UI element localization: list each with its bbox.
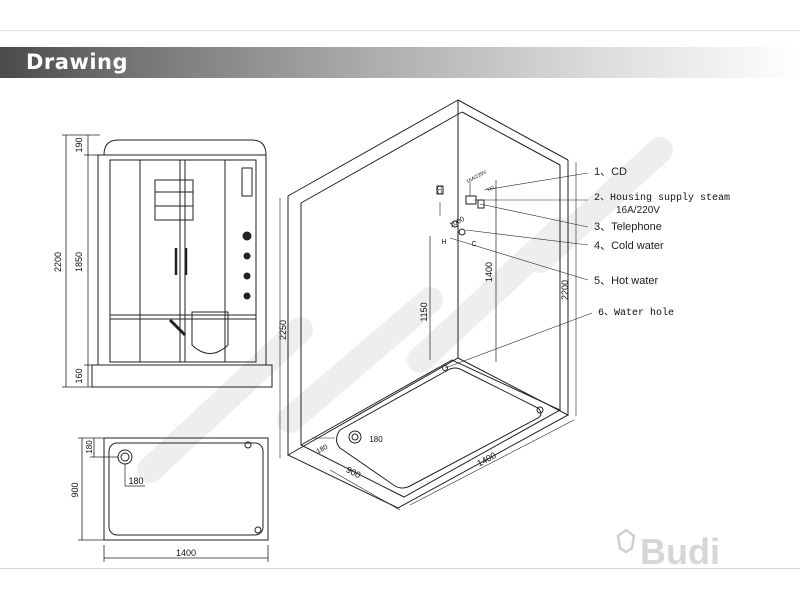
callout-2-sub: 16A/220V	[616, 205, 660, 216]
header-band	[0, 47, 800, 78]
iso-dim-hole: 180	[369, 435, 383, 444]
top-dim-corner: 180	[85, 440, 94, 454]
iso-dim-height-valve: 1150	[419, 302, 429, 321]
top-dim-hole: 180	[128, 476, 143, 486]
callout-1: 1、CD	[594, 166, 627, 178]
top-dim-width: 1400	[176, 548, 196, 558]
callout-4: 4、Cold water	[594, 240, 664, 252]
iso-mark-power: 16A/220V	[465, 169, 488, 185]
front-view	[91, 139, 273, 388]
iso-dim-height-mid: 1400	[484, 262, 494, 282]
iso-dim-height-left: 2250	[278, 320, 288, 340]
section-title: Drawing	[26, 50, 129, 74]
front-dim-bottom: 160	[74, 368, 84, 383]
callout-5: 5、Hot water	[594, 275, 659, 287]
top-view-dimensions	[78, 437, 269, 562]
iso-mark-c: C	[471, 241, 476, 248]
front-dim-middle: 1850	[74, 252, 84, 272]
callout-2: 2、Housing supply steam	[594, 192, 730, 204]
iso-dim-width: 1400	[475, 450, 497, 468]
iso-view	[279, 99, 593, 511]
iso-mark-1000: 1000	[449, 216, 466, 230]
iso-dim-height-right: 2200	[560, 280, 570, 300]
iso-dim-depth: 900	[344, 464, 362, 480]
watermark-badge: Budi	[616, 528, 720, 572]
front-dim-top: 190	[74, 137, 84, 152]
iso-mark-h: H	[441, 239, 446, 246]
iso-mark-tel: TEL	[486, 184, 497, 194]
iso-mark-cd: CD	[438, 185, 444, 194]
bottom-divider	[0, 568, 800, 569]
watermark-brand: Budi	[640, 531, 720, 572]
iso-dim-corner: 180	[315, 444, 329, 456]
top-divider	[0, 30, 800, 31]
top-dim-depth: 900	[70, 482, 80, 497]
front-view-dimensions	[62, 134, 100, 388]
callout-3: 3、Telephone	[594, 221, 662, 233]
front-dim-total: 2200	[53, 252, 63, 272]
watermark-logo	[137, 137, 673, 483]
callout-6: 6、Water hole	[598, 307, 674, 319]
